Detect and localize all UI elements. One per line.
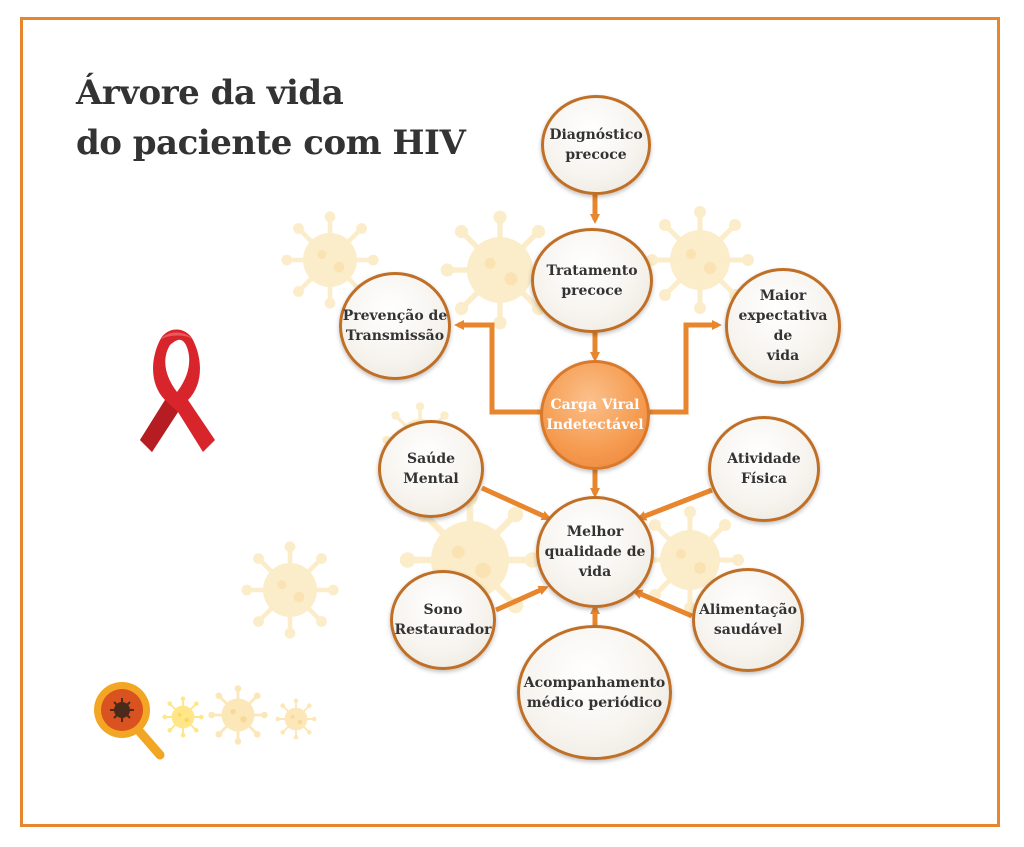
node-diagnostico-precoce: Diagnóstico precoce bbox=[541, 95, 651, 195]
node-label: Melhor qualidade de vida bbox=[544, 524, 646, 580]
frame-border bbox=[20, 17, 1000, 827]
node-label: Tratamento precoce bbox=[546, 262, 638, 299]
node-label: Carga Viral Indetectável bbox=[546, 397, 644, 433]
arrow-alimentacao-qualidade bbox=[632, 589, 693, 619]
arrow-sono-qualidade bbox=[494, 585, 549, 613]
awareness-ribbon-icon bbox=[140, 329, 215, 452]
node-prevencao-transmissao: Prevenção de Transmissão bbox=[339, 272, 451, 380]
arrow-carga-expectativa bbox=[645, 320, 722, 415]
small-viruses bbox=[161, 683, 318, 747]
connector-arrows bbox=[454, 193, 722, 626]
node-label: Acompanhamento médico periódico bbox=[523, 674, 666, 711]
node-label: Sono Restaurador bbox=[394, 602, 492, 638]
arrow-atividade-qualidade bbox=[636, 487, 713, 521]
node-maior-expectativa: Maior expectativa de vida bbox=[725, 268, 841, 384]
node-atividade-fisica: Atividade Física bbox=[708, 416, 820, 522]
virus-icon bbox=[161, 695, 205, 739]
node-acompanhamento-medico: Acompanhamento médico periódico bbox=[517, 625, 672, 760]
virus-icon bbox=[241, 541, 338, 638]
node-melhor-qualidade: Melhor qualidade de vida bbox=[536, 496, 654, 608]
node-label: Maior expectativa de vida bbox=[738, 288, 828, 364]
node-saude-mental: Saúde Mental bbox=[378, 420, 484, 518]
page-title: Árvore da vida do paciente com HIV bbox=[76, 68, 466, 168]
virus-icon bbox=[274, 697, 318, 741]
virus-icon bbox=[206, 683, 270, 747]
node-label: Diagnóstico precoce bbox=[549, 127, 643, 163]
node-carga-viral: Carga Viral Indetectável bbox=[540, 360, 650, 470]
node-sono-restaurador: Sono Restaurador bbox=[390, 570, 496, 670]
node-label: Prevenção de Transmissão bbox=[342, 308, 448, 344]
node-label: Alimentação saudável bbox=[699, 602, 797, 638]
background-viruses bbox=[241, 206, 754, 639]
node-tratamento-precoce: Tratamento precoce bbox=[531, 228, 653, 333]
magnifier-virus-icon bbox=[94, 682, 165, 760]
arrow-carga-prevencao bbox=[454, 320, 545, 415]
node-alimentacao-saudavel: Alimentação saudável bbox=[692, 568, 804, 672]
title-line-2: do paciente com HIV bbox=[76, 123, 466, 163]
node-label: Saúde Mental bbox=[403, 451, 459, 487]
title-line-1: Árvore da vida bbox=[76, 73, 344, 113]
arrow-saude-qualidade bbox=[480, 485, 552, 521]
node-label: Atividade Física bbox=[727, 451, 801, 487]
